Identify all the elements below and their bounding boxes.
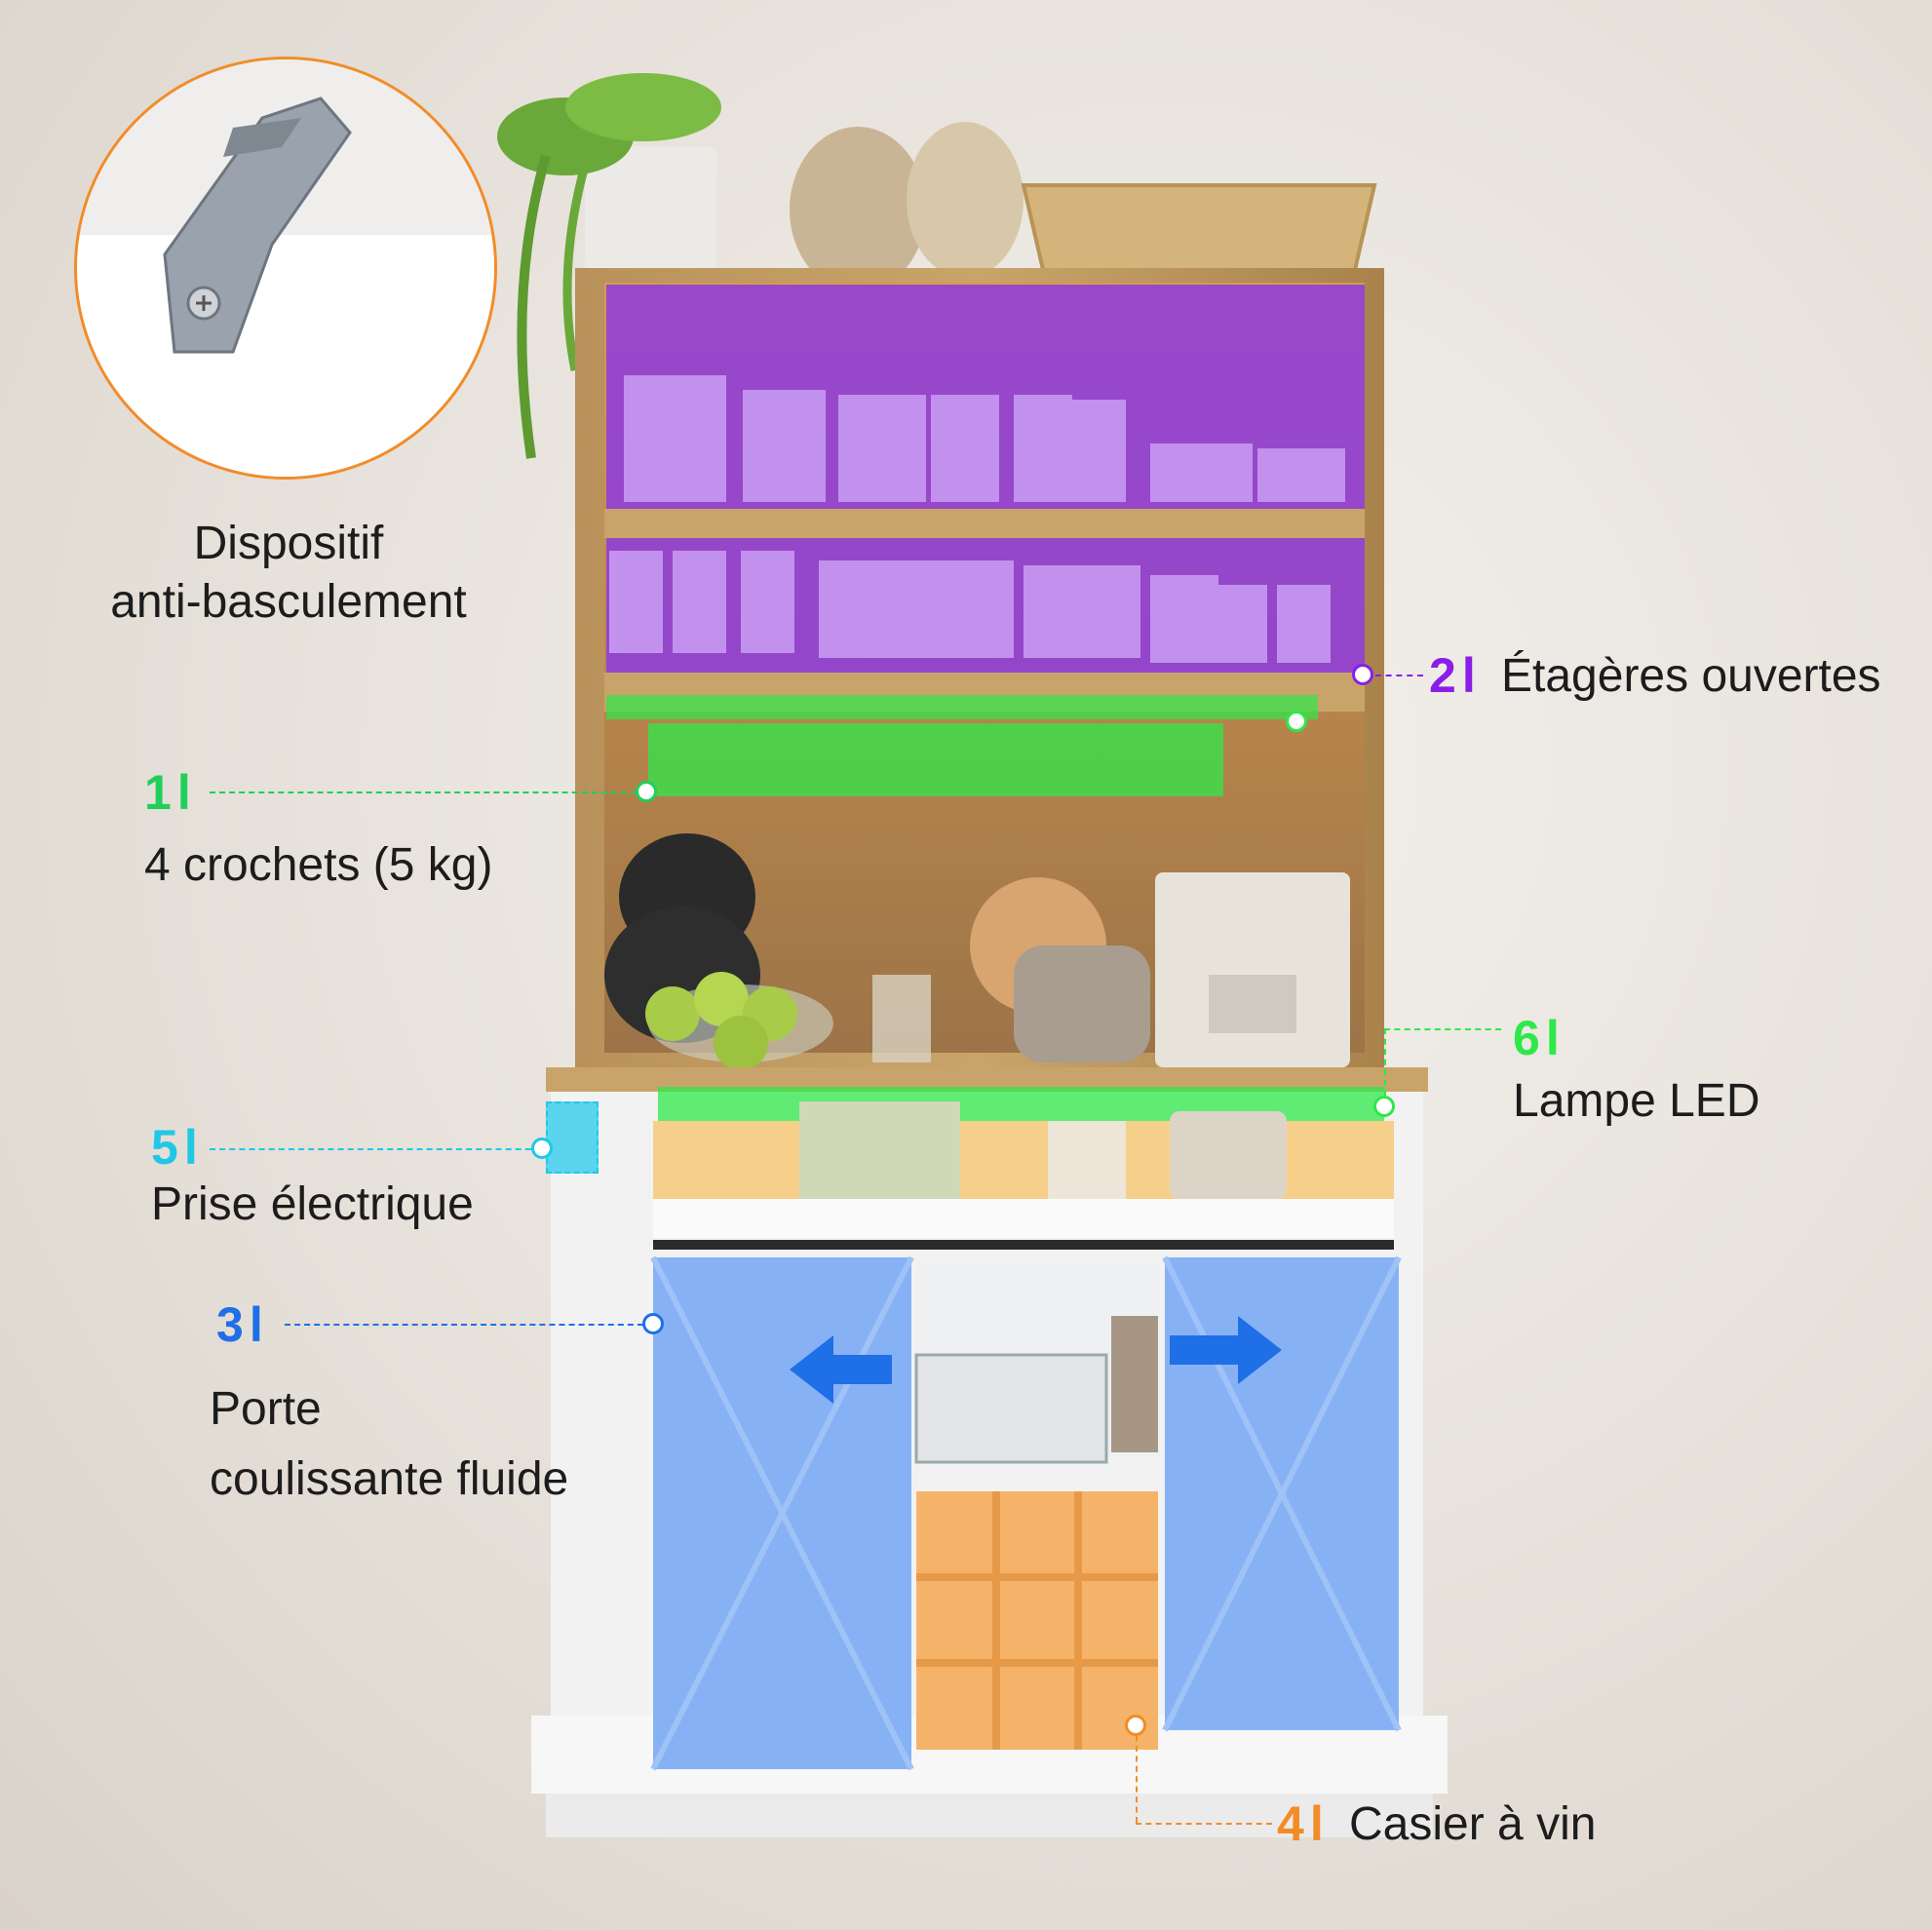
callout-6-sep: l: [1545, 1011, 1560, 1065]
callout-1-digit: 1: [144, 765, 172, 820]
callout-5-sep: l: [183, 1120, 198, 1175]
callout-4-sep: l: [1309, 1796, 1324, 1851]
wall-panel: [77, 235, 494, 477]
callout-6-text: Lampe LED: [1513, 1075, 1760, 1127]
callout-6-line-v: [1384, 1028, 1386, 1106]
callout-3-line: [285, 1324, 653, 1326]
callout-3-text-line2: coulissante fluide: [210, 1453, 569, 1505]
callout-2-digit: 2: [1429, 648, 1456, 703]
callout-2-text: Étagères ouvertes: [1501, 650, 1881, 702]
callout-3-digit: 3: [216, 1297, 244, 1352]
callout-3-sep: l: [249, 1297, 263, 1352]
callout-1-line: [210, 791, 646, 793]
callout-5-text: Prise électrique: [151, 1178, 474, 1230]
callout-5-digit: 5: [151, 1120, 178, 1175]
callout-4-text: Casier à vin: [1349, 1798, 1597, 1850]
callout-4-line-v: [1136, 1725, 1138, 1823]
callout-5-line: [210, 1148, 541, 1150]
callout-3-dot: [642, 1313, 664, 1334]
callout-6-dot-top: [1286, 711, 1307, 732]
callout-6-digit: 6: [1513, 1011, 1540, 1065]
anti-tip-label-line1: Dispositif: [193, 518, 384, 569]
callout-5-dot: [531, 1138, 553, 1159]
anti-tip-label-line2: anti-basculement: [110, 576, 467, 628]
callout-6-line-h: [1384, 1028, 1501, 1030]
callout-2-line: [1365, 675, 1423, 676]
callout-4-line-h: [1136, 1823, 1272, 1825]
callout-4-digit: 4: [1277, 1796, 1304, 1851]
outlet-icon: [546, 1101, 599, 1174]
plant-image: [497, 73, 721, 459]
callout-3-text: Porte coulissante fluide: [210, 1374, 568, 1515]
callout-1-text: 4 crochets (5 kg): [144, 839, 493, 891]
callout-6-dot: [1373, 1096, 1395, 1117]
callout-3-text-line1: Porte: [210, 1383, 322, 1435]
callout-4-dot: [1125, 1715, 1146, 1736]
callout-2-dot: [1352, 664, 1373, 685]
anti-tip-label: Dispositif anti-basculement: [84, 515, 493, 632]
anti-tip-inset: [74, 57, 497, 480]
bracket-icon: [163, 96, 352, 354]
callout-1-dot: [636, 781, 657, 802]
callout-2-sep: l: [1461, 648, 1476, 703]
callout-1-sep: l: [176, 765, 191, 820]
